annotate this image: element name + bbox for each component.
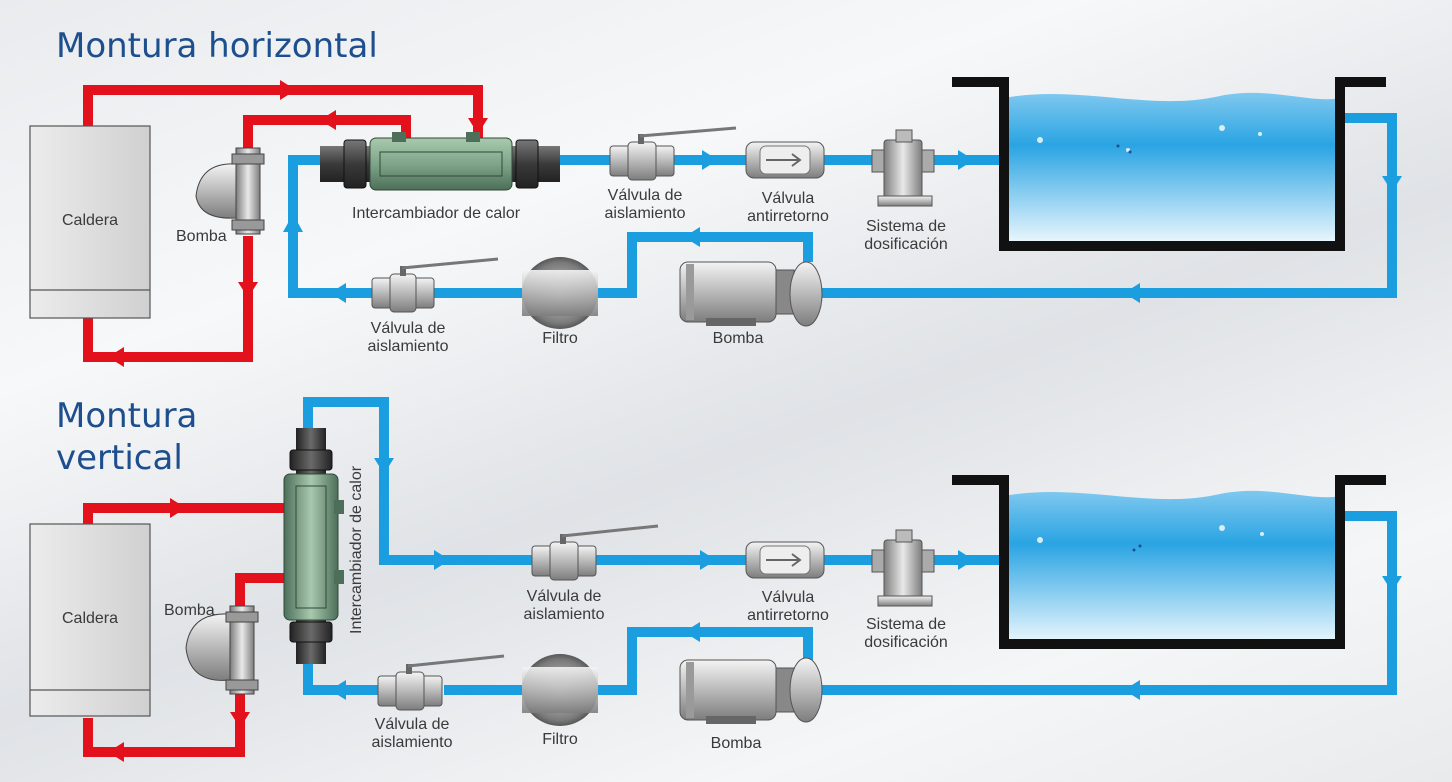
- main-pump-vertical: [679, 657, 823, 724]
- boiler-vertical: [29, 523, 151, 717]
- isolation-valve-return: [371, 257, 499, 313]
- isolation-valve: [609, 126, 737, 181]
- filter-label: Filtro: [542, 330, 578, 347]
- dosing-system-vertical: [871, 529, 935, 607]
- heat-exchanger-label: Intercambiador de calor: [352, 205, 521, 222]
- check-valve: [745, 141, 825, 179]
- dosing-system: [871, 129, 935, 207]
- circulator-pump-vertical-label: Bomba: [164, 602, 215, 619]
- main-pump: [679, 261, 823, 327]
- title-vertical-line1: Montura: [56, 396, 198, 436]
- isolation-valve-return-vertical: [377, 654, 505, 711]
- hot-flow-arrows-vertical: [108, 498, 250, 762]
- boiler: [29, 125, 151, 319]
- pool-vertical: [952, 475, 1386, 649]
- water-flow-arrows-vertical: [330, 458, 1402, 700]
- heat-exchanger: [320, 132, 560, 191]
- boiler-label: Caldera: [61, 212, 119, 229]
- hot-flow-arrows: [108, 80, 488, 367]
- circulator-pump: [195, 147, 265, 235]
- title-horizontal: Montura horizontal: [56, 26, 378, 66]
- title-vertical-line2: vertical: [56, 438, 183, 478]
- water-flow-arrows: [283, 150, 1402, 303]
- horizontal-mount-diagram: [29, 77, 1402, 367]
- check-valve-vertical: [745, 541, 825, 579]
- heat-exchanger-vertical-label: Intercambiador de calor: [348, 465, 365, 634]
- filter-vertical: [522, 654, 598, 726]
- circulator-pump-vertical: [185, 605, 259, 695]
- vertical-mount-diagram: [29, 397, 1402, 762]
- pool: [952, 77, 1386, 251]
- main-pump-vertical-label: Bomba: [710, 735, 762, 752]
- filter: [522, 257, 598, 329]
- main-pump-label: Bomba: [712, 330, 764, 347]
- isolation-valve-vertical: [531, 524, 659, 581]
- heat-exchanger-vertical: [283, 428, 344, 664]
- filter-vertical-label: Filtro: [542, 731, 578, 748]
- boiler-vertical-label: Caldera: [61, 610, 119, 627]
- circulator-pump-label: Bomba: [176, 228, 227, 245]
- pool-water-pipes-vertical: [303, 397, 1397, 695]
